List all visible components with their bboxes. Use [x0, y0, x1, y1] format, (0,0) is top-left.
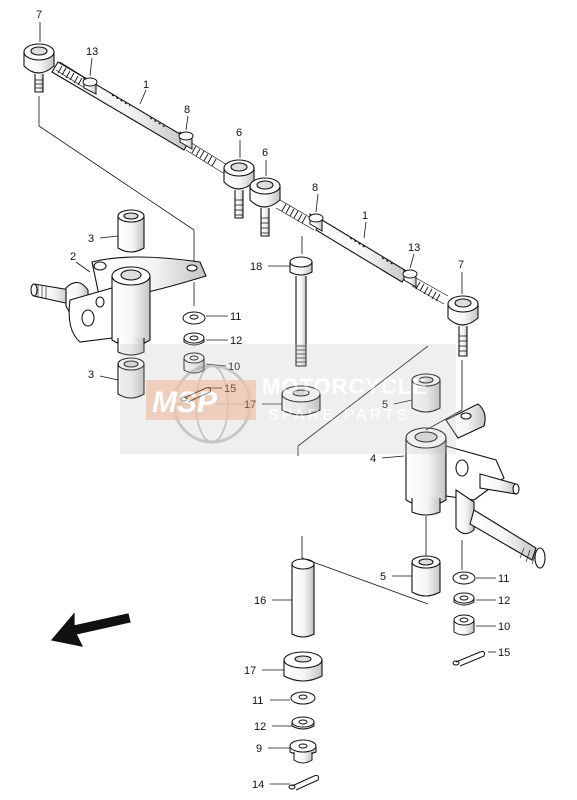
callout-8-right: 8 — [312, 182, 318, 194]
callout-5-lower: 5 — [380, 571, 386, 583]
callout-15-right: 15 — [498, 647, 510, 659]
watermark-line2: SPARE PARTS — [268, 407, 410, 424]
knuckle-2-left — [30, 256, 207, 356]
lock-nut-8-right — [308, 213, 324, 232]
watermark: MSP MOTORCYCLE SPARE PARTS — [120, 344, 456, 454]
callout-11-lower: 11 — [252, 695, 263, 707]
bolt-18 — [289, 256, 313, 367]
callout-11-right: 11 — [498, 573, 509, 585]
callout-8-left: 8 — [184, 104, 190, 116]
bushing-5-upper — [411, 373, 441, 413]
callouts: 7 13 1 8 6 6 8 1 13 7 2 3 18 11 12 10 3 … — [36, 9, 510, 791]
callout-1-left: 1 — [143, 79, 149, 91]
tie-rod-end-7-right — [447, 295, 479, 357]
washer-12-right — [453, 592, 475, 606]
tie-rod-end-6-right — [249, 177, 281, 237]
leader-lines — [39, 22, 496, 785]
threads-right-1 — [281, 203, 441, 302]
tie-rod-end-7-left — [23, 43, 55, 93]
nut-10-right — [453, 614, 475, 636]
cotter-pin-14 — [288, 775, 319, 791]
knuckle-4-right — [405, 403, 546, 569]
callout-6-left: 6 — [236, 127, 242, 139]
callout-18: 18 — [250, 261, 262, 273]
threads-left-1 — [57, 65, 217, 167]
nut-9 — [289, 739, 317, 764]
sleeve-16 — [291, 558, 315, 638]
callout-7-left: 7 — [36, 9, 42, 21]
callout-2: 2 — [70, 251, 76, 263]
watermark-logo: MSP — [152, 386, 218, 419]
callout-16: 16 — [254, 595, 266, 607]
bushing-3-upper — [117, 209, 145, 253]
callout-3-upper: 3 — [88, 233, 94, 245]
callout-13-right: 13 — [408, 242, 420, 254]
callout-7-right: 7 — [458, 259, 464, 271]
lock-nut-8-left — [178, 131, 194, 150]
bushing-5-lower — [411, 555, 441, 597]
watermark-band — [120, 344, 456, 454]
callout-1-right: 1 — [362, 210, 368, 222]
callout-6-right: 6 — [262, 147, 268, 159]
washer-12-left — [183, 332, 205, 346]
assembly-lines — [38, 96, 463, 605]
callout-17-lower: 17 — [244, 665, 256, 677]
spacer-17-upper — [281, 385, 321, 416]
cotter-pin-15-right — [452, 651, 485, 667]
bushing-3-lower — [117, 357, 145, 399]
spacer-17-lower — [283, 651, 323, 682]
callout-9: 9 — [256, 743, 262, 755]
callout-13-left: 13 — [86, 46, 98, 58]
front-direction-arrow-icon — [50, 612, 131, 647]
callout-12-left: 12 — [230, 335, 242, 347]
callout-5-upper: 5 — [382, 399, 388, 411]
watermark-line1: MOTORCYCLE — [262, 374, 428, 399]
callout-14: 14 — [252, 779, 264, 791]
callout-11-left: 11 — [230, 311, 241, 323]
lock-nut-13-right — [402, 269, 418, 288]
washer-11-left — [182, 311, 206, 325]
washer-11-lower — [290, 691, 316, 705]
callout-12-lower: 12 — [254, 721, 266, 733]
callout-10-right: 10 — [498, 621, 510, 633]
callout-4: 4 — [370, 453, 376, 465]
callout-3-lower: 3 — [88, 369, 94, 381]
lock-nut-13-left — [82, 77, 98, 95]
callout-12-right: 12 — [498, 595, 510, 607]
washer-11-right — [452, 571, 476, 585]
tie-rod-end-6-left — [223, 159, 255, 219]
washer-12-lower — [291, 716, 315, 730]
